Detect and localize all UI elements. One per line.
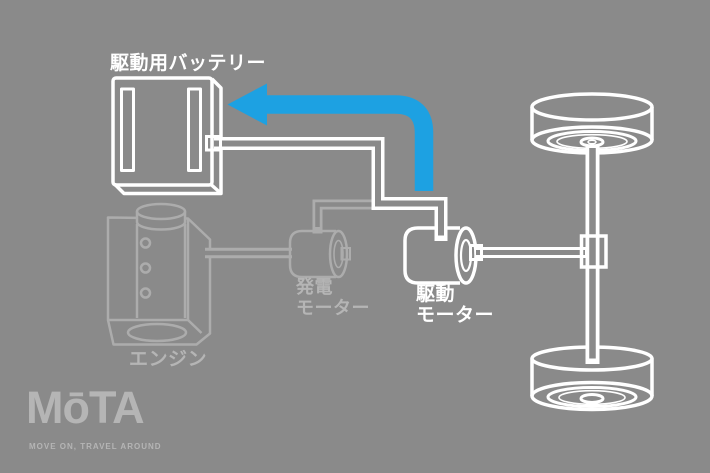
engine-oil-pan-ellipse bbox=[126, 322, 188, 343]
wheel-top-hub bbox=[579, 136, 605, 148]
mota-logo-tagline: MOVE ON, TRAVEL AROUND bbox=[29, 442, 162, 451]
differential-box bbox=[579, 234, 608, 269]
generator-motor bbox=[288, 229, 351, 279]
battery-label: 駆動用バッテリー bbox=[110, 53, 267, 74]
engine-outline bbox=[106, 202, 212, 346]
battery-box bbox=[111, 76, 214, 187]
engine-label: エンジン bbox=[129, 349, 208, 370]
wheel-top bbox=[530, 92, 654, 155]
arrow-head bbox=[227, 83, 267, 126]
drive-motor-end-cap bbox=[454, 226, 478, 285]
battery-3d-edge bbox=[113, 77, 223, 196]
generator-label-line2: モーター bbox=[296, 298, 370, 318]
generator-shaft-connector bbox=[340, 247, 351, 261]
battery-pipe-connector bbox=[205, 135, 222, 152]
battery-cell-left bbox=[120, 87, 135, 172]
generator-motor-label: 発電モーター bbox=[296, 277, 370, 319]
engine-cylinder bbox=[135, 202, 187, 231]
generator-end-cap bbox=[328, 229, 349, 279]
wheel-bottom bbox=[530, 345, 654, 412]
drive-motor-shaft-connector bbox=[469, 244, 483, 261]
battery-motor-pipe bbox=[214, 137, 448, 241]
drive-battery bbox=[111, 76, 223, 196]
generator-output-pipe bbox=[312, 199, 375, 234]
drive-motor-label-line2: モーター bbox=[416, 305, 495, 326]
mota-logo: MōTA bbox=[26, 382, 145, 433]
drive-motor-label: 駆動モーター bbox=[416, 284, 494, 326]
battery-cell-right bbox=[187, 87, 202, 172]
generator-label-line1: 発電 bbox=[296, 277, 333, 297]
drive-motor-label-line1: 駆動 bbox=[416, 284, 456, 305]
energy-flow-arrow bbox=[227, 83, 434, 191]
engine-bolts bbox=[139, 237, 152, 299]
